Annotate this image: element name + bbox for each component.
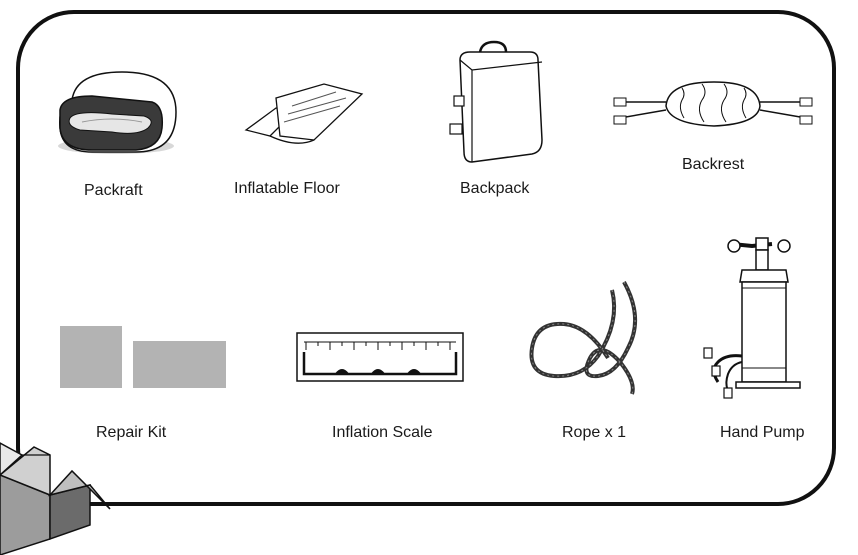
backpack-icon (449, 40, 543, 163)
item-label-hand-pump: Hand Pump (720, 424, 805, 441)
hand-pump-icon (703, 237, 801, 399)
item-label-packraft: Packraft (84, 182, 143, 199)
inflatable-floor-icon (244, 83, 364, 144)
repair-kit-icon (60, 326, 226, 388)
item-label-backrest: Backrest (682, 156, 745, 173)
open-box-icon (0, 442, 111, 555)
item-label-backpack: Backpack (460, 180, 530, 197)
inflation-scale-icon (296, 332, 464, 382)
backrest-icon (613, 81, 813, 127)
item-label-repair-kit: Repair Kit (96, 424, 167, 441)
item-label-inflatable-floor: Inflatable Floor (234, 180, 340, 197)
packraft-icon (58, 71, 177, 154)
rope-icon (529, 281, 638, 395)
contents-frame (16, 10, 836, 506)
item-label-rope: Rope x 1 (562, 424, 627, 441)
item-label-inflation-scale: Inflation Scale (332, 424, 433, 441)
